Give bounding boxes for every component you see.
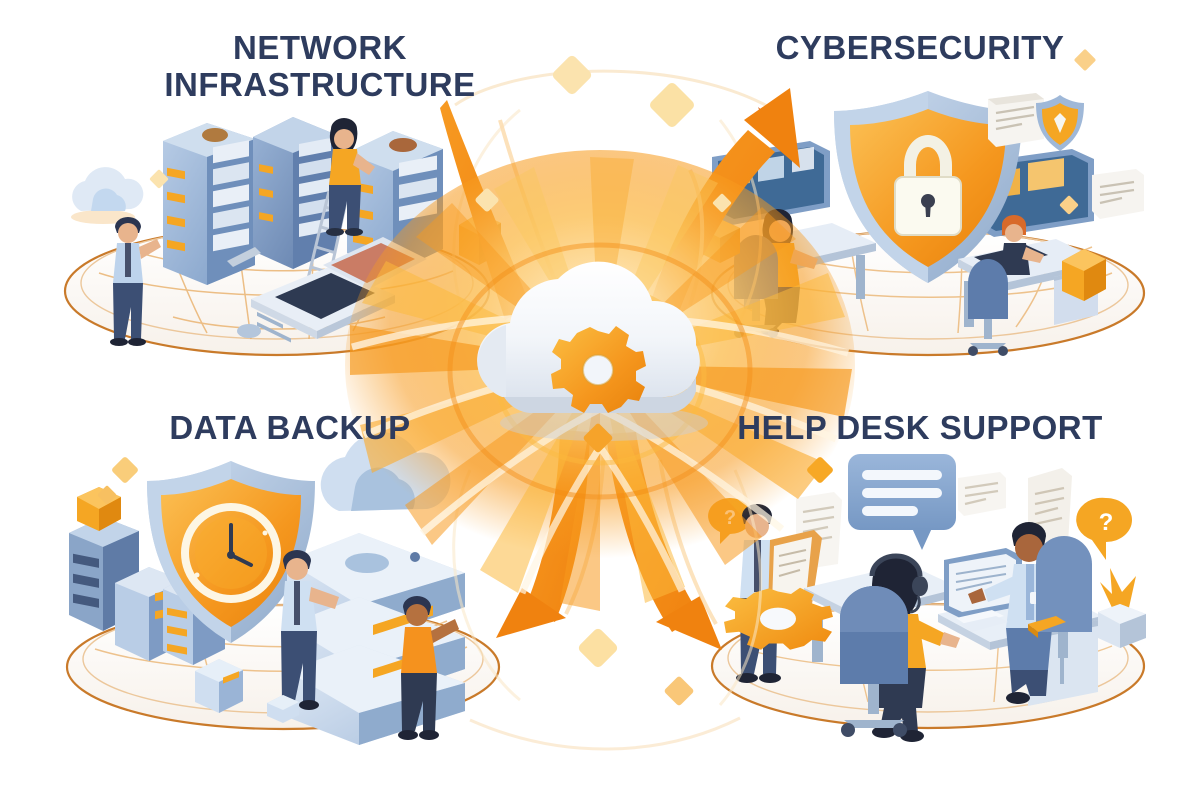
document-icon bbox=[1092, 169, 1144, 219]
office-chair bbox=[1036, 536, 1092, 658]
server-rack bbox=[253, 117, 337, 269]
paper-stack bbox=[956, 610, 1008, 632]
speech-bubble bbox=[848, 454, 956, 550]
office-chair bbox=[968, 259, 1008, 356]
storage-box bbox=[267, 695, 299, 723]
stapler bbox=[1028, 616, 1066, 638]
central-hub bbox=[330, 150, 870, 625]
document-icon bbox=[958, 472, 1006, 516]
clock-icon bbox=[181, 503, 281, 603]
question-bubble: ? bbox=[1076, 497, 1132, 560]
quadrant-title-network-infrastructure: NETWORK INFRASTRUCTURE bbox=[164, 29, 476, 103]
shield-with-padlock bbox=[834, 91, 1022, 283]
small-shield-icon bbox=[1036, 95, 1084, 151]
technician-on-ladder bbox=[326, 118, 375, 236]
gear-icon bbox=[551, 326, 646, 413]
seated-worker bbox=[1000, 215, 1044, 275]
server-rack bbox=[163, 123, 255, 285]
standing-worker bbox=[110, 217, 161, 346]
svg-text:?: ? bbox=[1099, 509, 1114, 536]
office-chair bbox=[840, 586, 908, 737]
quadrant-title-help-desk-support: HELP DESK SUPPORT bbox=[737, 409, 1103, 446]
shield-with-clock bbox=[147, 461, 315, 643]
plant-icon bbox=[758, 103, 786, 133]
storage-box bbox=[195, 659, 243, 713]
plant-icon bbox=[1098, 568, 1146, 648]
standing-worker bbox=[398, 596, 459, 740]
quadrant-title-cybersecurity: CYBERSECURITY bbox=[775, 29, 1065, 66]
cloud-icon bbox=[71, 167, 144, 224]
quadrant-title-data-backup: DATA BACKUP bbox=[169, 409, 411, 446]
tool-icon bbox=[227, 247, 261, 267]
scene-data-backup bbox=[55, 432, 515, 745]
orange-box bbox=[1062, 249, 1106, 301]
padlock-icon bbox=[894, 135, 962, 236]
document-icon bbox=[988, 93, 1044, 147]
